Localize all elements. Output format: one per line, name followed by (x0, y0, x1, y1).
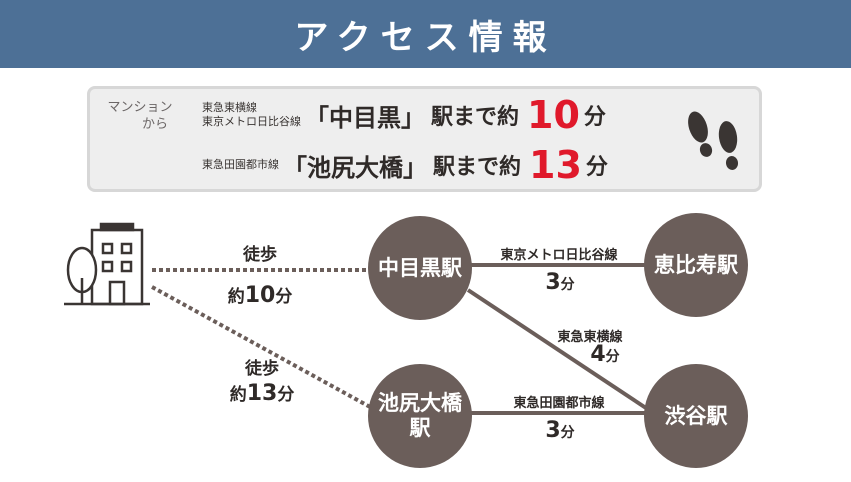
route-line-name: 東急田園都市線 (202, 158, 279, 171)
edge-label-hibiya: 東京メトロ日比谷線 (484, 244, 634, 263)
route-nakameguro: 東急東横線 東京メトロ日比谷線 「中目黒」 駅まで約 10 分 (202, 95, 606, 135)
route-ikejiri: 東急田園都市線 「池尻大橋」 駅まで約 13 分 (202, 145, 608, 185)
station-name: 駅 (409, 416, 431, 440)
route-suffix: 駅まで約 (433, 155, 522, 180)
route-station: 「池尻大橋」 (283, 153, 427, 182)
edge-time-hibiya: 3分 (520, 270, 600, 295)
route-line-name: 東急東横線 (202, 101, 257, 114)
station-circle-nakameguro (368, 216, 472, 320)
edge-minutes: 3 (545, 418, 561, 443)
edge-minutes: 3 (545, 270, 561, 295)
edge-unit: 分 (605, 349, 620, 365)
station-name: 中目黒駅 (378, 255, 462, 280)
edge-line-name: 東急田園都市線 (513, 396, 605, 411)
walk-minutes: 13 (246, 381, 278, 406)
station-label-ebisu: 恵比寿駅 (644, 240, 748, 290)
walk-label-nakameguro: 徒歩 (220, 240, 300, 265)
walk-prefix: 約 (227, 287, 245, 307)
edge-unit: 分 (560, 425, 575, 441)
page-title: アクセス情報 (294, 17, 557, 58)
route-unit: 分 (583, 105, 606, 130)
edge-time-denentoshi: 3分 (520, 418, 600, 443)
walk-time-ikejiri: 約13分 (207, 380, 317, 406)
footprints-icon (688, 111, 739, 170)
station-label-ikejiri: 池尻大橋 駅 (368, 388, 472, 444)
station-label-shibuya: 渋谷駅 (644, 391, 748, 441)
station-circle-ebisu (644, 213, 748, 317)
access-summary-box: マンション から 東急東横線 東京メトロ日比谷線 「中目黒」 駅まで約 10 分… (87, 86, 762, 192)
route-minutes: 13 (529, 143, 582, 187)
route-lines: 東急東横線 東京メトロ日比谷線 (202, 101, 301, 129)
route-minutes: 10 (527, 93, 580, 137)
edge-line-name: 東急東横線 (557, 330, 623, 345)
station-name: 渋谷駅 (664, 403, 728, 428)
station-name: 恵比寿駅 (654, 252, 738, 277)
walk-time-nakameguro: 約10分 (205, 282, 315, 308)
route-station: 「中目黒」 (305, 103, 425, 132)
walk-minutes: 10 (244, 283, 276, 308)
walk-unit: 分 (275, 287, 293, 307)
route-line-name: 東京メトロ日比谷線 (202, 115, 301, 128)
origin-label-line1: マンション (107, 100, 173, 115)
edge-label-denentoshi: 東急田園都市線 (484, 392, 634, 411)
edge-line-name: 東京メトロ日比谷線 (500, 248, 618, 263)
rail-toyoko (466, 288, 654, 414)
building-icon (64, 222, 150, 306)
edge-label-toyoko: 東急東横線 (540, 326, 640, 345)
station-circle-ikejiri (368, 364, 472, 468)
walk-label-ikejiri: 徒歩 (222, 354, 302, 379)
station-name: 池尻大橋 (378, 391, 462, 415)
walk-unit: 分 (277, 385, 295, 405)
station-label-nakameguro: 中目黒駅 (368, 243, 472, 293)
edge-time-toyoko: 4分 (570, 342, 640, 367)
station-circle-shibuya (644, 364, 748, 468)
route-unit: 分 (585, 155, 608, 180)
walk-mode: 徒歩 (245, 359, 279, 379)
edge-minutes: 4 (590, 342, 606, 367)
page-header: アクセス情報 (0, 0, 851, 68)
route-lines: 東急田園都市線 (202, 158, 279, 172)
walk-mode: 徒歩 (243, 245, 277, 265)
route-suffix: 駅まで約 (431, 105, 520, 130)
walk-prefix: 約 (229, 385, 247, 405)
origin-label: マンション から (100, 99, 180, 133)
edge-unit: 分 (560, 277, 575, 293)
origin-label-line2: から (141, 117, 168, 132)
